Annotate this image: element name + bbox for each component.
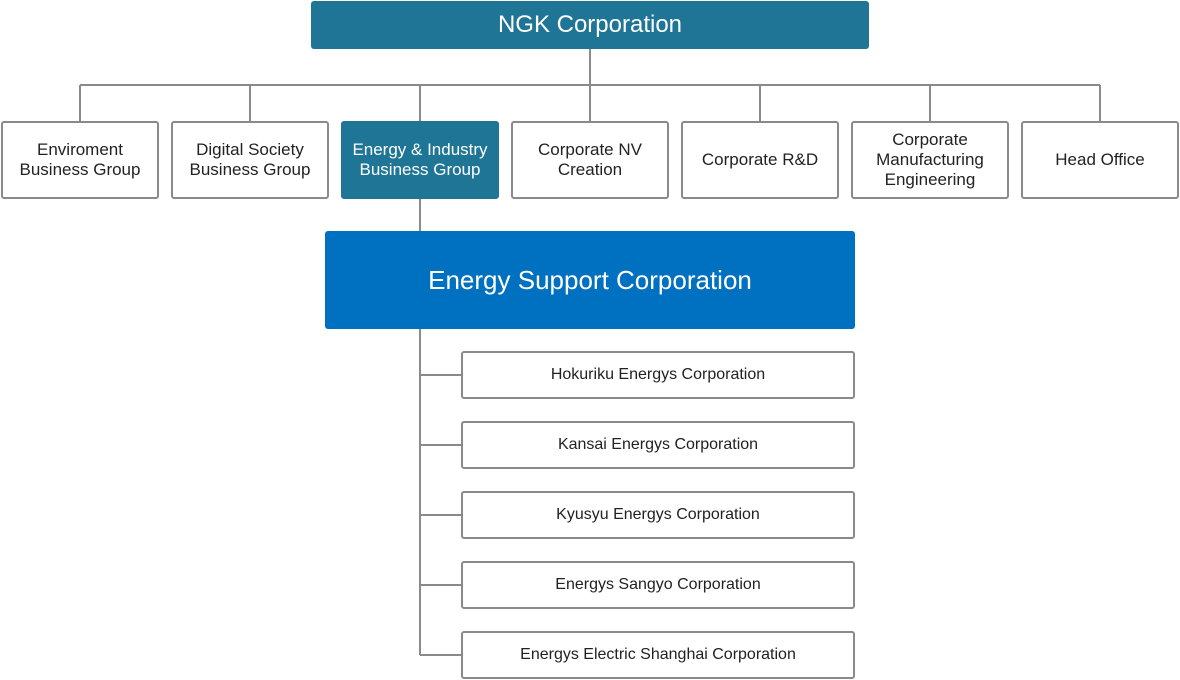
support-node: Energy Support Corporation <box>325 231 855 329</box>
support-node-label: Energy Support Corporation <box>428 264 752 295</box>
group-node-energy-industry: Energy & Industry Business Group <box>341 121 499 199</box>
subsidiary-node-sangyo: Energys Sangyo Corporation <box>461 561 855 609</box>
group-node-label: Corporate R&D <box>701 150 819 169</box>
group-node-label: Energy & Industry Business Group <box>352 140 488 179</box>
root-node-label: NGK Corporation <box>497 11 683 38</box>
root-node: NGK Corporation <box>311 1 869 49</box>
group-node-digital-society: Digital Society Business Group <box>171 121 329 199</box>
group-node-corporate-manufacturing-engineering: Corporate Manufacturing Engineering <box>851 121 1009 199</box>
subsidiary-node-label: Kyusyu Energys Corporation <box>556 506 760 523</box>
group-node-label: Digital Society Business Group <box>189 140 311 179</box>
subsidiary-node-label: Energys Sangyo Corporation <box>555 576 761 593</box>
group-node-label: Enviroment Business Group <box>19 140 141 179</box>
group-node-head-office: Head Office <box>1021 121 1179 199</box>
subsidiary-node-label: Hokuriku Energys Corporation <box>550 366 766 383</box>
group-node-corporate-nv-creation: Corporate NV Creation <box>511 121 669 199</box>
subsidiary-node-hokuriku: Hokuriku Energys Corporation <box>461 351 855 399</box>
group-node-environment: Enviroment Business Group <box>1 121 159 199</box>
group-node-label: Corporate NV Creation <box>538 140 642 179</box>
group-node-corporate-rd: Corporate R&D <box>681 121 839 199</box>
subsidiary-node-kyusyu: Kyusyu Energys Corporation <box>461 491 855 539</box>
subsidiary-node-shanghai: Energys Electric Shanghai Corporation <box>461 631 855 679</box>
subsidiary-node-kansai: Kansai Energys Corporation <box>461 421 855 469</box>
subsidiary-node-label: Kansai Energys Corporation <box>557 436 759 453</box>
group-node-label: Head Office <box>1055 150 1145 169</box>
group-node-label: Corporate Manufacturing Engineering <box>876 130 984 189</box>
subsidiary-node-label: Energys Electric Shanghai Corporation <box>520 646 796 663</box>
